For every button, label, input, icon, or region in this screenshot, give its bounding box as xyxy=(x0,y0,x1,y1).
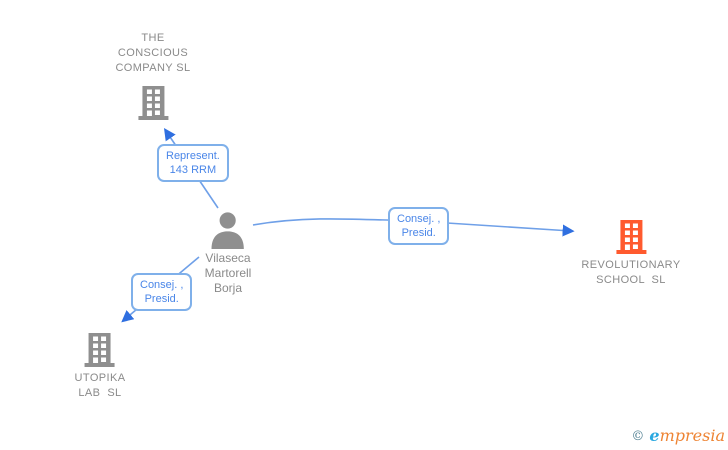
company-node-utopika[interactable]: UTOPIKA LAB SL xyxy=(75,333,126,401)
company-name-utopika: UTOPIKA LAB SL xyxy=(74,372,126,399)
company-node-revolutionary[interactable]: REVOLUTIONARY SCHOOL SL xyxy=(581,220,680,288)
company-name-conscious: THE CONSCIOUS COMPANY SL xyxy=(115,32,191,74)
person-node-vilaseca[interactable]: Vilaseca Martorell Borja xyxy=(204,211,252,296)
empresia-watermark: © empresia xyxy=(631,427,725,446)
person-icon xyxy=(211,212,245,249)
company-node-conscious[interactable]: THE CONSCIOUS COMPANY SL xyxy=(115,31,190,120)
building-icon xyxy=(84,333,115,367)
relation-label-consej-presid-right[interactable]: Consej. , Presid. xyxy=(388,207,450,245)
copyright-icon: © xyxy=(631,429,645,444)
building-icon xyxy=(138,86,168,120)
company-name-revolutionary: REVOLUTIONARY SCHOOL SL xyxy=(581,259,681,286)
relation-label-represent[interactable]: Represent. 143 RRM xyxy=(157,144,229,182)
brand-rest: mpresia xyxy=(659,426,725,445)
relation-label-consej-presid-left[interactable]: Consej. , Presid. xyxy=(131,273,193,311)
brand-initial: e xyxy=(649,426,660,445)
building-icon xyxy=(615,220,646,254)
person-name: Vilaseca Martorell Borja xyxy=(204,251,252,295)
